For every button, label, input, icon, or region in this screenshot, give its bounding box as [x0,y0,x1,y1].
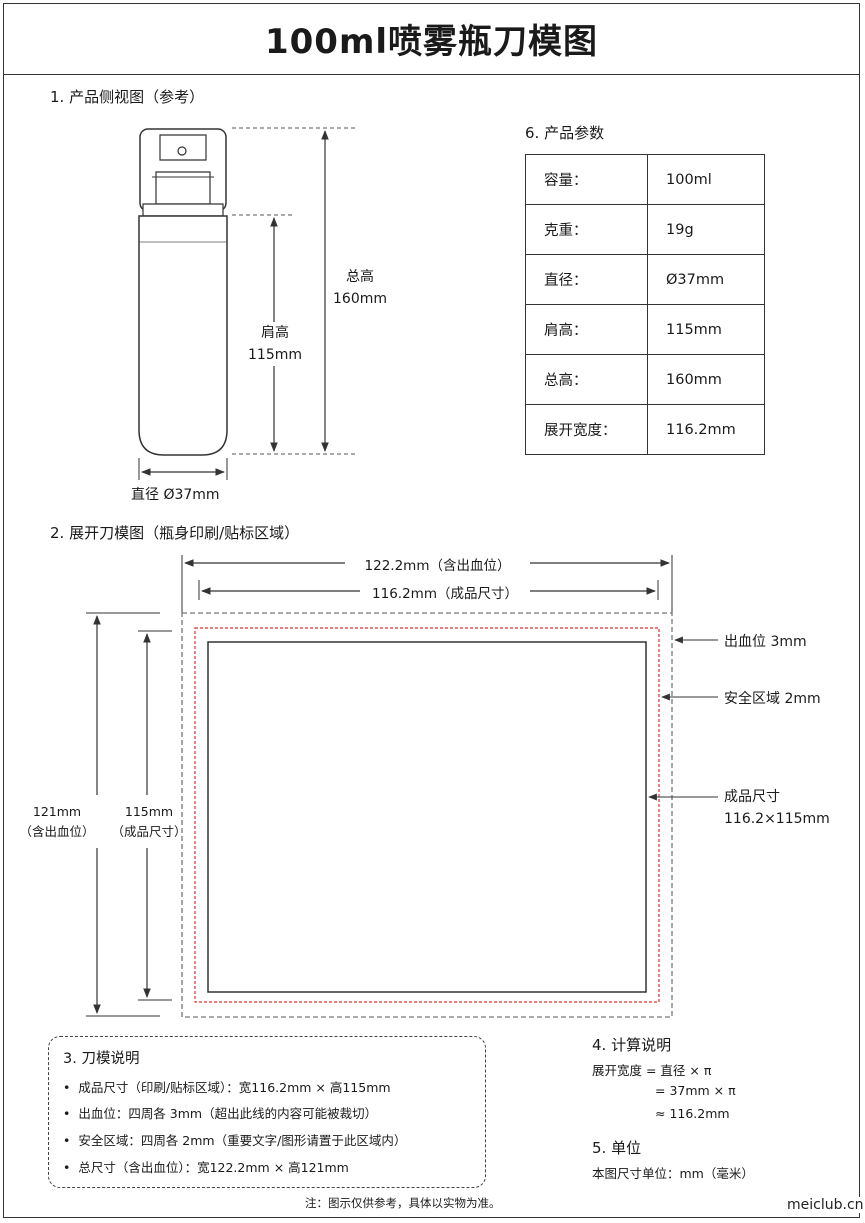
height-bleed-value: 121mm [32,804,82,819]
height-bleed-note: （含出血位） [19,824,95,839]
shoulder-height-label: 肩高 115mm [240,322,310,366]
height-bleed-label: 121mm （含出血位） [14,802,100,842]
bleed-callout: 出血位 3mm [724,634,807,650]
finished-callout-line2: 116.2×115mm [724,811,830,827]
callout-arrows [648,636,718,801]
note-text: 出血位：四周各 3mm（超出此线的内容可能被裁切） [78,1106,378,1121]
table-row: 展开宽度：116.2mm [525,404,765,455]
table-row: 直径：Ø37mm [525,254,765,305]
param-value: 116.2mm [647,404,765,455]
param-key: 展开宽度： [525,404,648,455]
bottle-shoulder [142,203,224,217]
title-bar: 100ml喷雾瓶刀模图 [3,3,860,75]
param-key: 克重： [525,204,648,255]
param-value: 19g [647,204,765,255]
section4-title: 4. 计算说明 [592,1036,672,1054]
total-height-value: 160mm [333,291,387,307]
total-height-dimension [232,127,356,455]
nozzle-hole [177,146,187,156]
width-finished-label: 116.2mm（成品尺寸） [372,586,518,602]
parameter-table: 容量：100ml 克重：19g 直径：Ø37mm 肩高：115mm 总高：160… [525,154,765,455]
die-notes-box: 3. 刀模说明 • 成品尺寸（印刷/贴标区域）：宽116.2mm × 高115m… [48,1036,486,1188]
list-item: • 总尺寸（含出血位）：宽122.2mm × 高121mm [63,1160,349,1175]
param-value: 115mm [647,304,765,355]
section2-title: 2. 展开刀模图（瓶身印刷/贴标区域） [50,524,300,542]
finished-area [207,641,647,993]
safe-callout: 安全区域 2mm [724,691,821,707]
calc-line-2: = 37mm × π [655,1083,736,1098]
diameter-dimension [138,458,228,480]
finished-callout-line1: 成品尺寸 [724,789,780,805]
param-value: 160mm [647,354,765,405]
section6-title: 6. 产品参数 [525,124,605,142]
table-row: 容量：100ml [525,154,765,205]
height-dimensions [86,612,172,1017]
total-height-label: 总高 160mm [325,266,395,310]
list-item: • 安全区域：四周各 2mm（重要文字/图形请置于此区域内） [63,1133,407,1148]
param-value: Ø37mm [647,254,765,305]
note-text: 安全区域：四周各 2mm（重要文字/图形请置于此区域内） [78,1133,407,1148]
param-key: 肩高： [525,304,648,355]
page-frame [3,3,860,1218]
param-value: 100ml [647,154,765,205]
section5-title: 5. 单位 [592,1139,642,1157]
footer-note: 注：图示仅供参考，具体以实物为准。 [305,1196,501,1210]
section1-title: 1. 产品侧视图（参考） [50,88,205,106]
bottle-side-view [138,128,228,456]
bottle-body [138,215,228,456]
list-item: • 出血位：四周各 3mm（超出此线的内容可能被裁切） [63,1106,378,1121]
height-finished-label: 115mm （成品尺寸） [106,802,192,842]
note-text: 成品尺寸（印刷/贴标区域）：宽116.2mm × 高115mm [78,1080,391,1095]
note-text: 总尺寸（含出血位）：宽122.2mm × 高121mm [78,1160,349,1175]
bleed-line [181,612,673,1018]
safe-line [194,627,660,1003]
watermark: meiclub.cn [785,1197,865,1213]
width-bleed-label: 122.2mm（含出血位） [364,558,511,574]
table-row: 总高：160mm [525,354,765,405]
shoulder-height-label-text: 肩高 [261,325,289,341]
page-title: 100ml喷雾瓶刀模图 [264,22,599,62]
total-height-label-text: 总高 [346,269,374,285]
diameter-label: 直径 Ø37mm [131,487,220,503]
finished-callout: 成品尺寸 116.2×115mm [724,786,830,830]
table-row: 肩高：115mm [525,304,765,355]
calc-line-3: ≈ 116.2mm [655,1106,730,1121]
param-key: 容量： [525,154,648,205]
unit-text: 本图尺寸单位：mm（毫米） [592,1166,754,1181]
height-finished-note: （成品尺寸） [111,824,187,839]
table-row: 克重：19g [525,204,765,255]
shoulder-height-value: 115mm [248,347,302,363]
list-item: • 成品尺寸（印刷/贴标区域）：宽116.2mm × 高115mm [63,1080,391,1095]
height-finished-value: 115mm [124,804,174,819]
width-dimensions [181,555,673,614]
param-key: 总高： [525,354,648,405]
calc-line-1: 展开宽度 = 直径 × π [592,1063,712,1078]
param-key: 直径： [525,254,648,305]
section3-title: 3. 刀模说明 [63,1051,140,1067]
